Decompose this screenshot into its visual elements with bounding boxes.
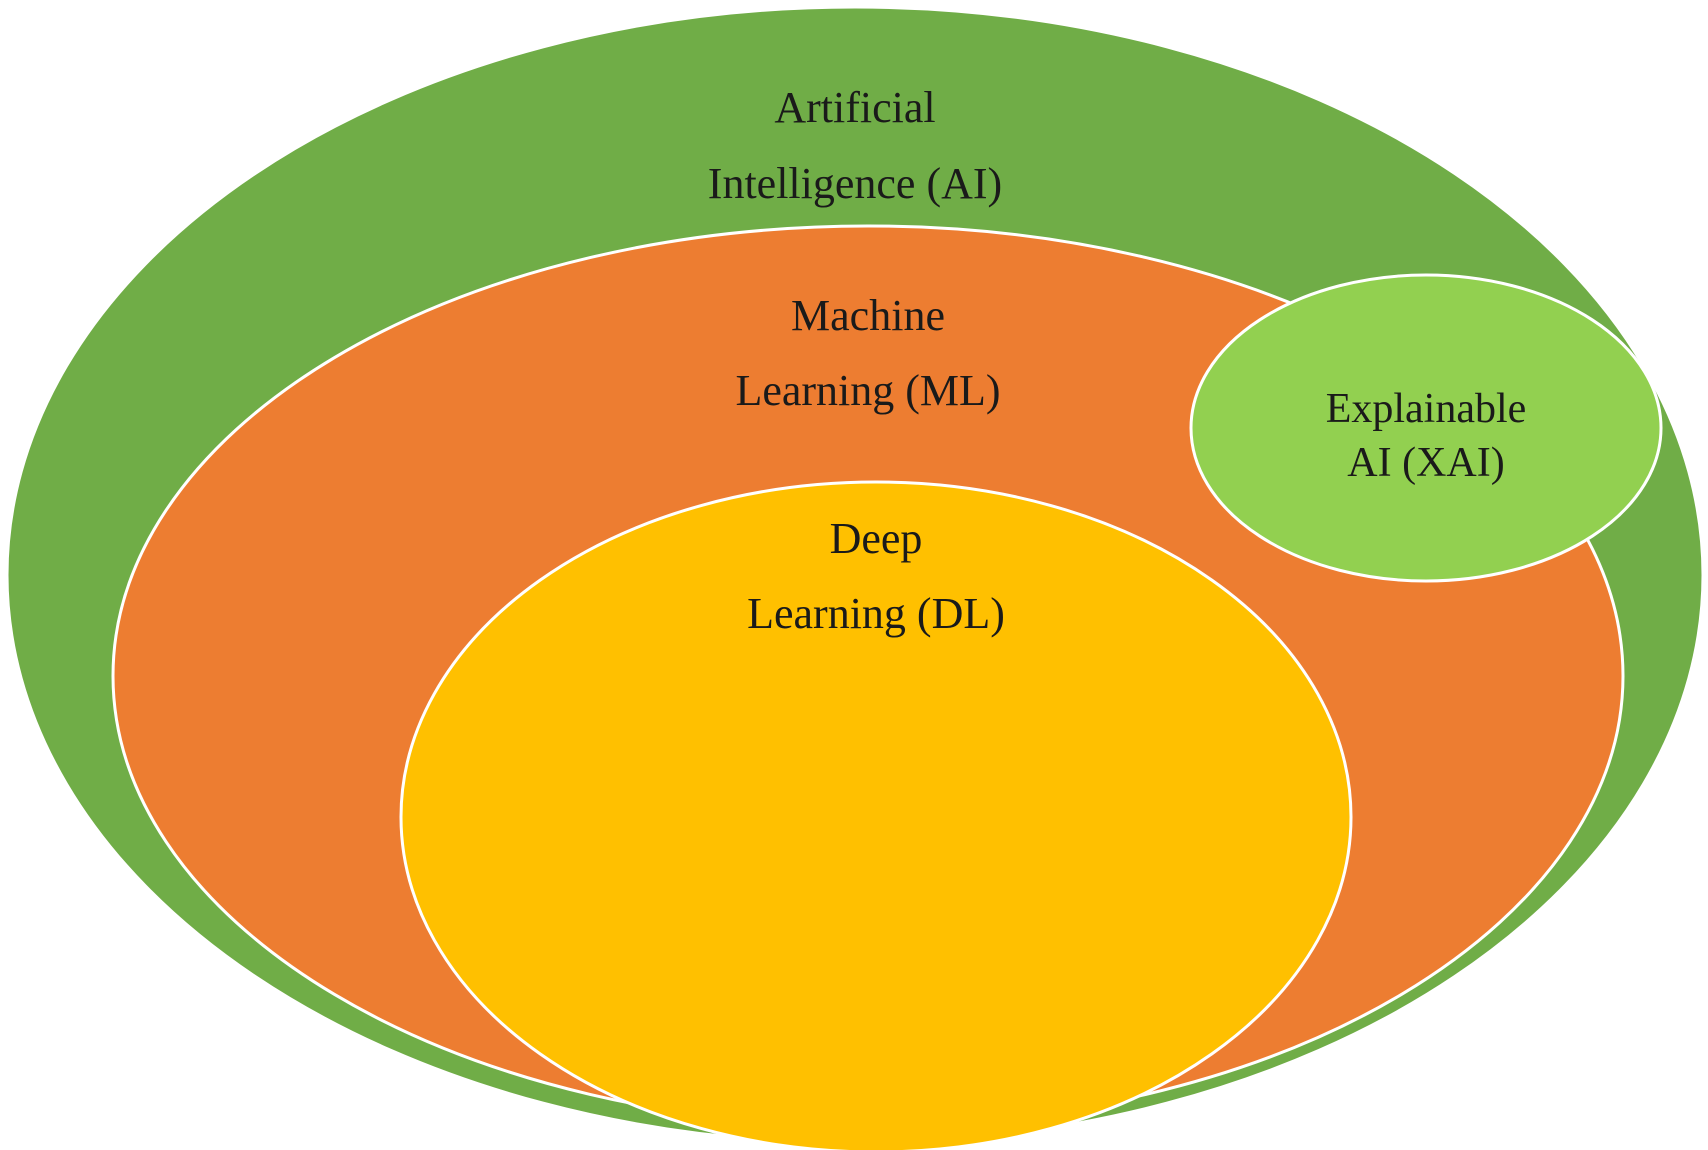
ai-label-line2: Intelligence (AI) [708,159,1002,208]
xai-label: Explainable AI (XAI) [1326,386,1527,486]
dl-label-line2: Learning (DL) [747,589,1005,638]
xai-label-line1: Explainable [1326,386,1527,432]
xai-label-line2: AI (XAI) [1347,440,1504,486]
dl-label-line1: Deep [830,514,923,563]
ml-label-line1: Machine [791,291,945,340]
ai-label-line1: Artificial [774,83,935,132]
ml-label: Machine Learning (ML) [735,291,1000,415]
xai-region [1189,273,1663,583]
dl-label: Deep Learning (DL) [747,514,1005,638]
dl-region [399,480,1353,1150]
ai-label: Artificial Intelligence (AI) [708,83,1002,208]
ml-label-line2: Learning (ML) [735,366,1000,415]
